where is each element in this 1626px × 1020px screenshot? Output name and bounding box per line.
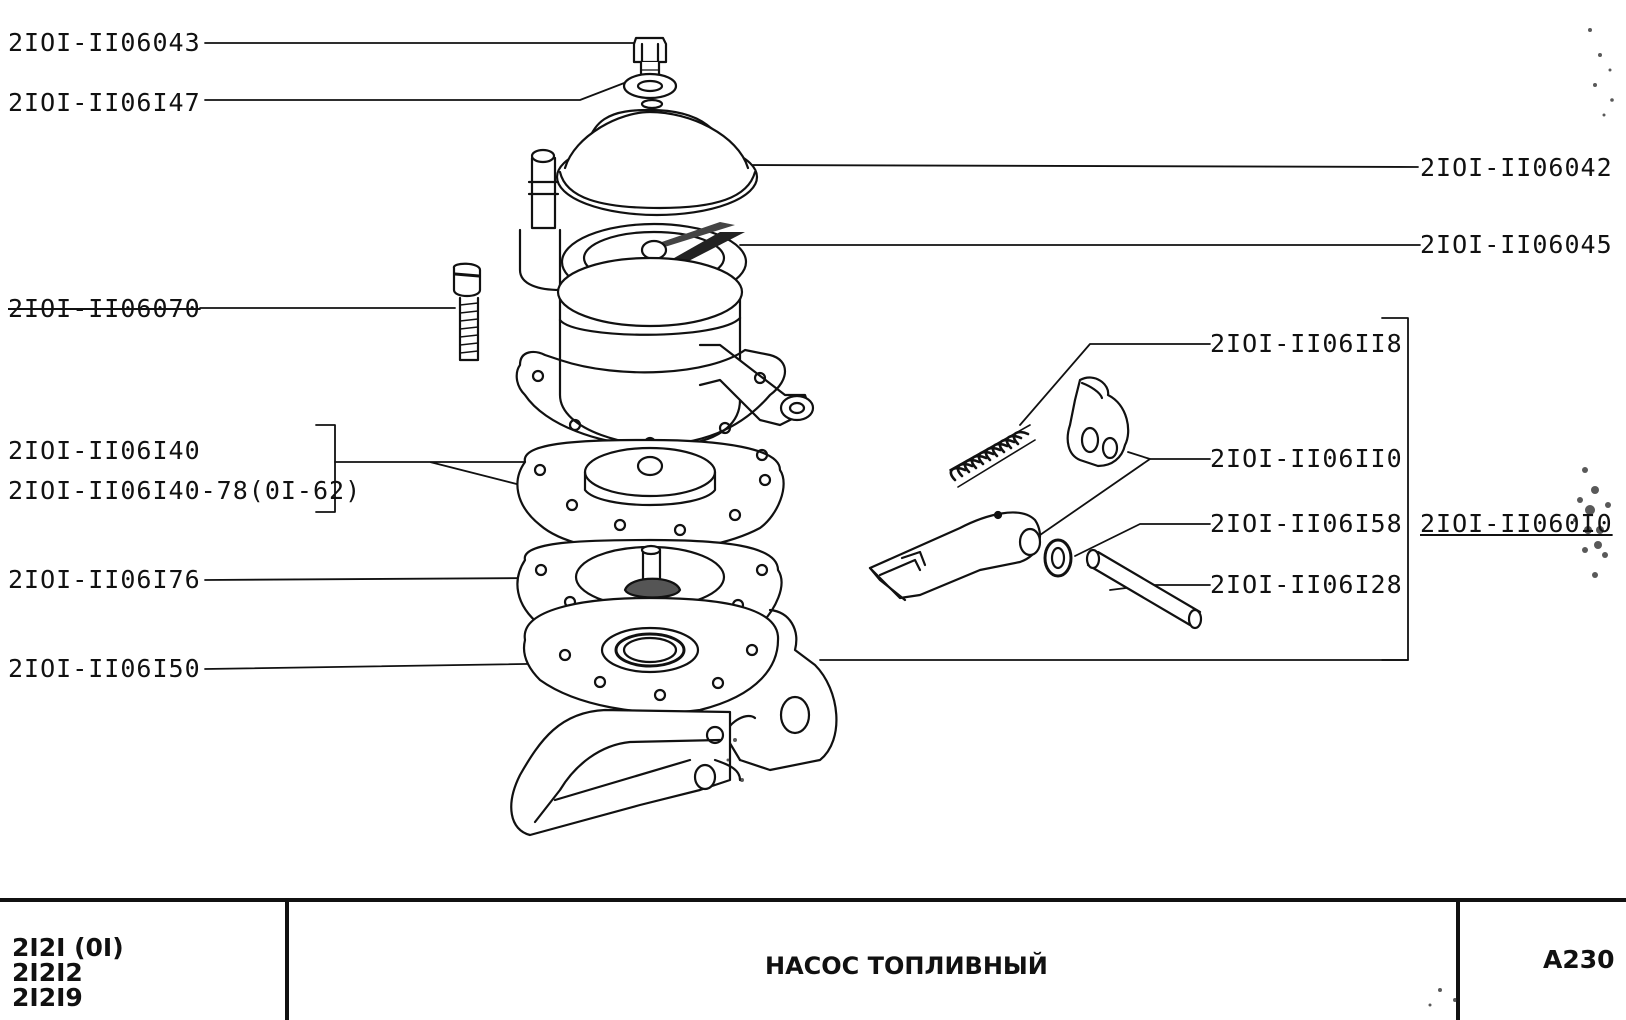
label-part-158: 2IOI-II06I58 <box>1210 509 1403 538</box>
label-part-042: 2IOI-II06042 <box>1420 153 1613 182</box>
bracket-140 <box>315 424 336 513</box>
model-line-1: 2I2I (0I) <box>12 933 124 962</box>
dome-cover <box>555 108 759 217</box>
leader-176 <box>204 577 541 581</box>
label-part-045: 2IOI-II06045 <box>1420 230 1613 259</box>
bracket-assembly <box>1381 317 1409 661</box>
side-screw <box>452 262 482 362</box>
diaphragm <box>516 438 785 553</box>
label-part-176: 2IOI-II06I76 <box>8 565 201 594</box>
label-part-128: 2IOI-II06I28 <box>1210 570 1403 599</box>
label-part-118: 2IOI-II06II8 <box>1210 329 1403 358</box>
leader-110 <box>1039 451 1211 536</box>
spring <box>949 424 1036 488</box>
drawing-title: НАСОС ТОПЛИВНЫЙ <box>765 952 1048 980</box>
label-part-043: 2IOI-II06043 <box>8 28 201 57</box>
label-part-140-78: 2IOI-II06I40-78(0I-62) <box>8 476 362 505</box>
lower-body <box>510 596 838 837</box>
cam-plate <box>1066 376 1130 468</box>
title-block-models: 2I2I (0I) 2I2I2 2I2I9 <box>12 935 124 1010</box>
o-ring-inner <box>1050 546 1066 570</box>
leader-118 <box>1019 343 1211 426</box>
model-line-3: 2I2I9 <box>12 983 83 1012</box>
washer-lower <box>640 98 664 110</box>
o-ring-outer <box>1043 538 1073 578</box>
leader-140 <box>334 461 541 491</box>
model-line-2: 2I2I2 <box>12 958 83 987</box>
pin <box>1085 548 1203 630</box>
label-part-147: 2IOI-II06I47 <box>8 88 201 117</box>
washer-147-outer <box>622 72 678 100</box>
label-part-110: 2IOI-II06II0 <box>1210 444 1403 473</box>
label-part-070: 2IOI-II06070 <box>8 294 201 323</box>
sheet-code: A230 <box>1543 945 1615 974</box>
label-part-150: 2IOI-II06I50 <box>8 654 201 683</box>
pump-lever <box>868 510 1042 602</box>
scan-noise <box>726 28 1614 1007</box>
inlet-pipe <box>518 148 562 292</box>
leader-147 <box>204 79 633 101</box>
label-assembly: 2IOI-II060I0 <box>1420 509 1613 538</box>
pump-upper-body <box>515 256 815 450</box>
leader-042 <box>739 164 1419 168</box>
title-block-frame <box>0 898 1626 1020</box>
washer-147-inner <box>636 79 664 93</box>
label-part-140: 2IOI-II06I40 <box>8 436 201 465</box>
leader-158 <box>1074 523 1211 557</box>
